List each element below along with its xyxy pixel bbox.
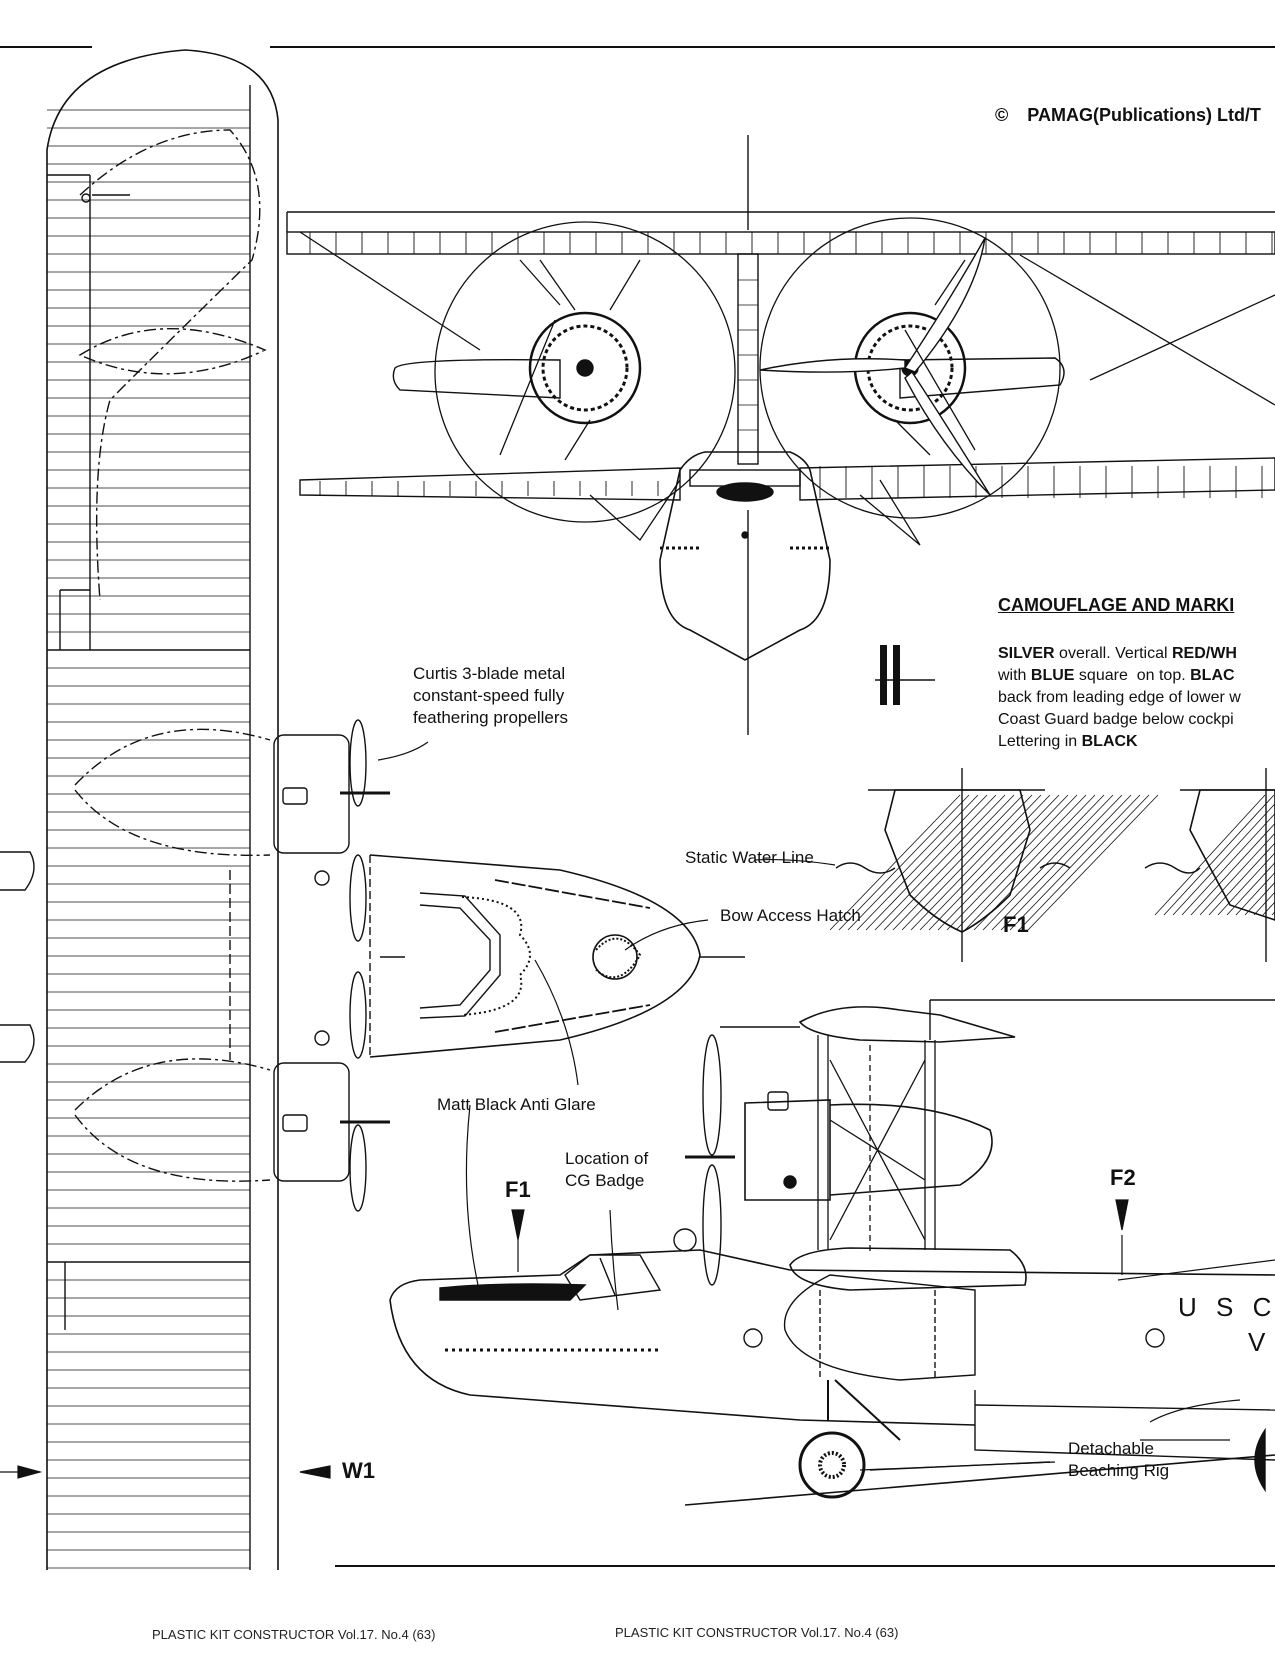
cg-badge-note: Location of CG Badge — [565, 1148, 648, 1192]
markings-note-run: BLUE — [1030, 667, 1075, 684]
beaching-rig-line: Detachable — [1068, 1439, 1155, 1458]
cg-badge-line: CG Badge — [565, 1171, 645, 1190]
markings-note-run: RED/WH — [1172, 645, 1237, 662]
markings-note-run: Lettering in — [998, 733, 1082, 750]
markings-note-run: overall. Vertical — [1054, 645, 1172, 662]
section-mark-f1-side: F1 — [505, 1177, 531, 1202]
markings-note-run: BLACK — [1081, 733, 1138, 750]
section-mark-f1-section: F1 — [1003, 912, 1029, 937]
section-f1 — [829, 768, 1159, 962]
front-view — [286, 135, 1275, 735]
propeller-note-line: feathering propellers — [413, 708, 568, 727]
markings-note-line: with BLUE square on top. BLAC — [998, 665, 1241, 687]
footer-left: PLASTIC KIT CONSTRUCTOR Vol.17. No.4 (63… — [152, 1627, 436, 1642]
markings-note-run: BLAC — [1190, 667, 1235, 684]
copyright-text: PAMAG(Publications) Ltd/T — [1027, 105, 1261, 125]
markings-note-line: Coast Guard badge below cockpi — [998, 709, 1241, 731]
side-view — [389, 999, 1275, 1506]
anti-glare-label: Matt Black Anti Glare — [437, 1095, 596, 1114]
plan-nacelles — [273, 719, 390, 1212]
copyright-symbol: © — [995, 105, 1009, 125]
plan-view-wing — [0, 49, 279, 1570]
registration-line-1: U S CO — [1178, 1292, 1275, 1322]
beaching-rig-line: Beaching Rig — [1068, 1461, 1170, 1480]
markings-note-run: with — [998, 667, 1031, 684]
markings-note-run: SILVER — [998, 645, 1055, 662]
cg-badge-line: Location of — [565, 1149, 649, 1168]
propeller-note-line: constant-speed fully — [413, 686, 565, 705]
markings-note-run: Coast Guard badge below cockpi — [998, 711, 1234, 728]
markings-note-run: back from leading edge of lower w — [998, 689, 1241, 706]
markings-note-line: Lettering in BLACK — [998, 731, 1241, 753]
markings-note-line: back from leading edge of lower w — [998, 687, 1241, 709]
leader-lines — [0, 741, 1241, 1479]
footer-right: PLASTIC KIT CONSTRUCTOR Vol.17. No.4 (63… — [615, 1625, 899, 1640]
section-mark-f2: F2 — [1110, 1165, 1136, 1190]
bow-access-hatch-label: Bow Access Hatch — [720, 906, 861, 925]
copyright-line: © PAMAG(Publications) Ltd/T — [995, 105, 1261, 126]
static-water-line-label: Static Water Line — [685, 848, 814, 867]
markings-note-run: square on top. — [1074, 667, 1191, 684]
beaching-rig-note: Detachable Beaching Rig — [1068, 1438, 1169, 1482]
registration-line-2: V — [1248, 1327, 1272, 1357]
plan-hull — [314, 854, 745, 1058]
section-mark-w1: W1 — [342, 1458, 375, 1483]
markings-note-line: SILVER overall. Vertical RED/WH — [998, 643, 1241, 665]
propeller-note-line: Curtis 3-blade metal — [413, 664, 566, 683]
propeller-note: Curtis 3-blade metal constant-speed full… — [413, 663, 568, 729]
section-f2 — [1144, 768, 1275, 962]
markings-title: CAMOUFLAGE AND MARKI — [998, 595, 1235, 615]
